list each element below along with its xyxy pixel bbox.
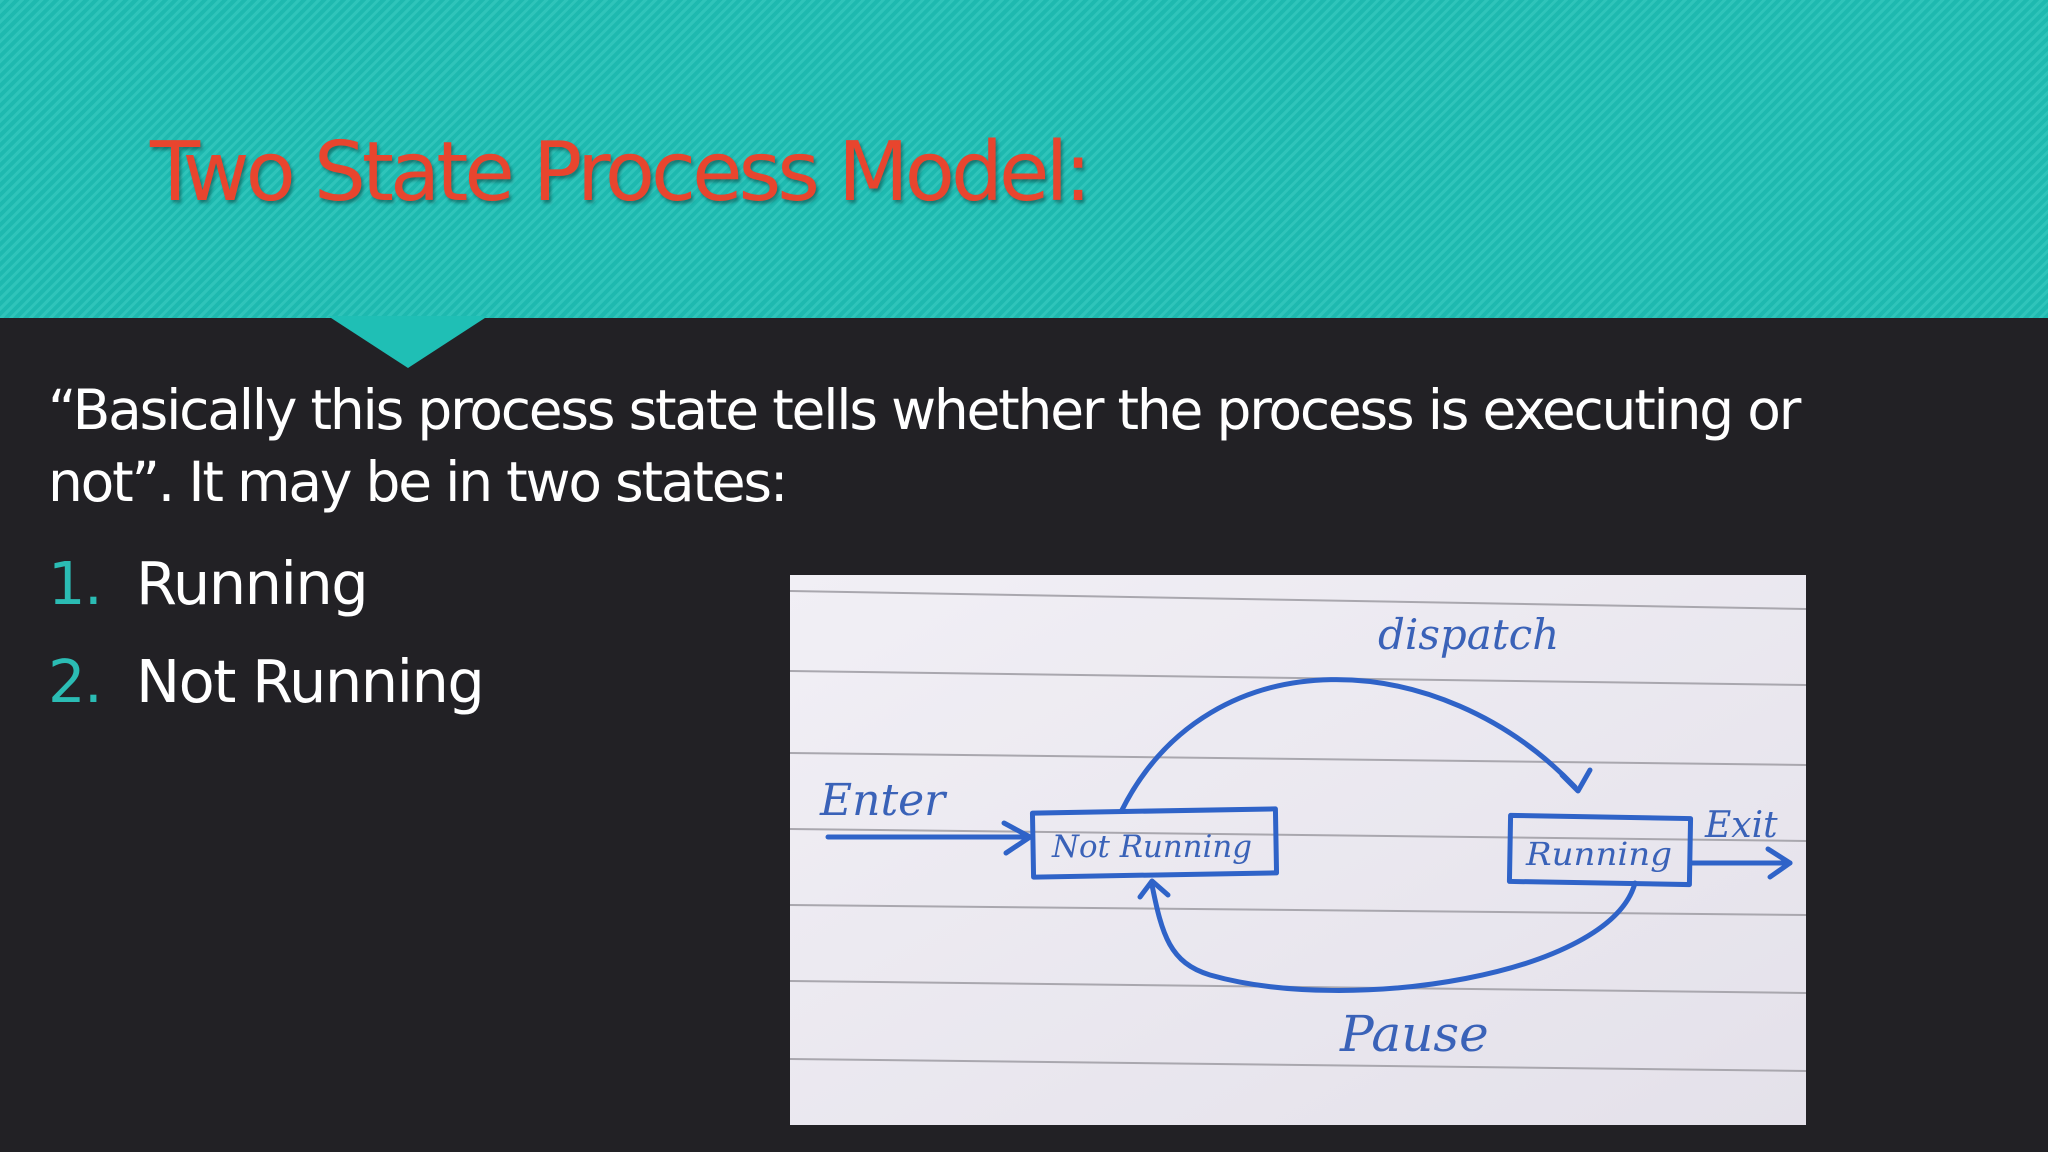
pause-arrowhead — [1137, 878, 1171, 900]
exit-arrowhead — [1765, 846, 1793, 880]
notebook-paper — [790, 575, 1806, 1125]
dispatch-arrow — [1119, 677, 1578, 813]
not-running-label: Not Running — [1051, 829, 1252, 865]
states-list: 1. Running 2. Not Running — [48, 548, 485, 744]
running-label: Running — [1525, 835, 1672, 873]
ruled-lines — [790, 590, 1806, 1072]
exit-label: Exit — [1704, 805, 1778, 846]
list-number: 1. — [48, 549, 103, 618]
enter-label: Enter — [819, 775, 948, 826]
list-number: 2. — [48, 647, 103, 716]
list-label: Running — [136, 549, 369, 618]
list-item: 2. Not Running — [48, 646, 485, 744]
title-banner — [0, 0, 2048, 318]
list-item: 1. Running — [48, 548, 483, 646]
diagram-photo: dispatch Enter Not Running Running Exit … — [790, 575, 1806, 1125]
banner-pointer — [328, 316, 488, 368]
dispatch-label: dispatch — [1378, 610, 1559, 659]
slide-title: Two State Process Model: — [150, 125, 1092, 220]
not-running-box — [1029, 806, 1280, 880]
pause-arrow — [1149, 880, 1638, 993]
dispatch-arrowhead — [1559, 767, 1593, 794]
list-label: Not Running — [136, 647, 485, 716]
intro-paragraph: “Basically this process state tells whet… — [48, 378, 1801, 514]
enter-arrowhead — [1001, 820, 1033, 856]
running-box — [1506, 812, 1694, 888]
pause-label: Pause — [1339, 1005, 1489, 1063]
state-diagram: dispatch Enter Not Running Running Exit … — [790, 575, 1806, 1125]
